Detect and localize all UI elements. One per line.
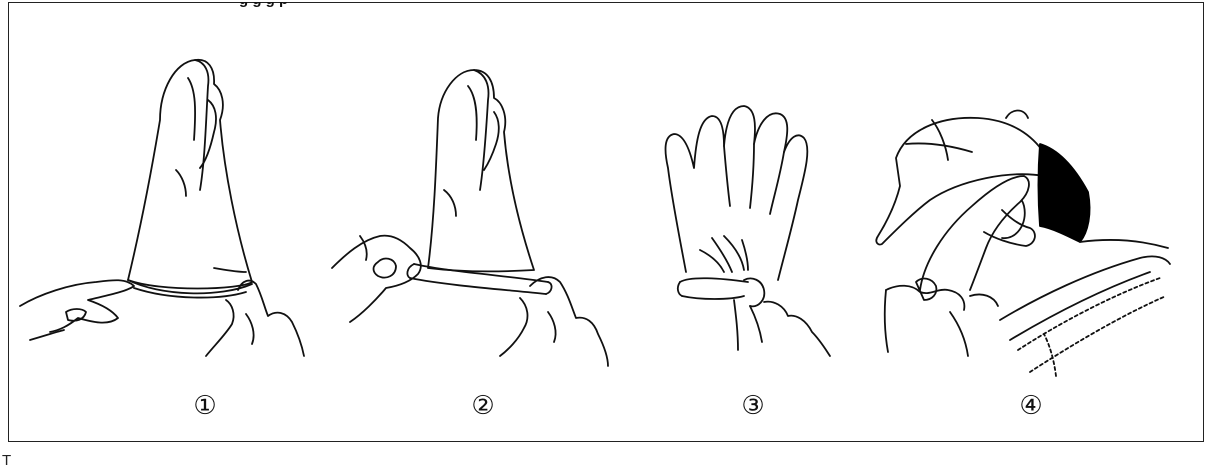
hand-holding-icon bbox=[885, 279, 998, 356]
glove-inflate-icon bbox=[128, 60, 252, 298]
step-label-2: ② bbox=[463, 393, 503, 419]
glove-wearing-icon bbox=[666, 106, 808, 299]
glove-roll-cuff-icon bbox=[407, 70, 551, 294]
ear-covered-icon bbox=[876, 111, 1170, 377]
left-hand-icon bbox=[20, 280, 134, 340]
step-label-4: ④ bbox=[1011, 393, 1051, 419]
step-3-illustration bbox=[666, 106, 830, 356]
step-label-3: ③ bbox=[733, 393, 773, 419]
fingers-pinch-icon bbox=[734, 278, 830, 356]
corner-mark: T bbox=[2, 453, 11, 468]
step-4-illustration bbox=[876, 111, 1170, 377]
step-2-illustration bbox=[332, 70, 608, 366]
step-1-illustration bbox=[20, 60, 304, 356]
step-label-1: ① bbox=[185, 393, 225, 419]
left-hand-icon bbox=[332, 236, 421, 322]
